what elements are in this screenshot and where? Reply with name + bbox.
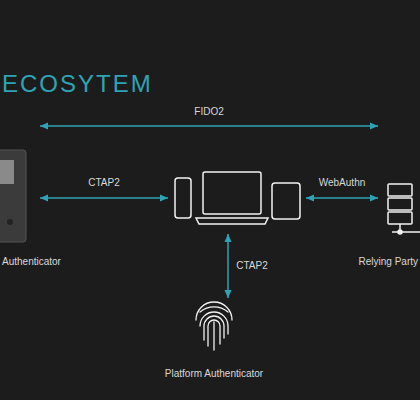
connector-arrow [40, 197, 168, 199]
server-unit [388, 184, 412, 196]
node-label: Authenticator [2, 256, 61, 268]
connector-arrow [227, 234, 229, 298]
key-body [0, 150, 26, 242]
platform-authenticator: Platform Authenticator [196, 300, 232, 356]
connector-label: WebAuthn [319, 177, 366, 189]
connector-arrow [306, 197, 378, 199]
fingerprint-ridge [213, 322, 214, 350]
fingerprint-ridge [196, 302, 232, 320]
key-button [7, 219, 13, 225]
phone-icon [175, 178, 191, 218]
connector-label: FIDO2 [194, 106, 223, 118]
relying-party-server: Relying Party [380, 176, 420, 236]
security-key-icon [0, 150, 26, 242]
tablet-icon [272, 183, 300, 219]
server-unit [388, 198, 412, 210]
node-label: Platform Authenticator [165, 368, 263, 380]
server-unit [388, 212, 412, 224]
hardware-authenticator: Authenticator [0, 148, 38, 248]
server-icon [388, 184, 420, 234]
connector-label: CTAP2 [236, 260, 268, 272]
diagram-title: ECOSYTEM [2, 70, 153, 98]
laptop-screen [203, 172, 261, 214]
fingerprint-icon [196, 302, 232, 350]
network-line [392, 224, 420, 232]
laptop-base [196, 218, 268, 224]
title-layer: ECOSYTEM [2, 70, 153, 98]
connector-label: CTAP2 [88, 177, 120, 189]
key-screen [0, 160, 14, 184]
client-devices-icon [175, 172, 300, 224]
fingerprint-ridge [200, 307, 228, 312]
client-devices [170, 166, 304, 232]
network-dot [398, 230, 402, 234]
connector-arrow [40, 125, 378, 127]
node-label: Relying Party [359, 256, 418, 268]
